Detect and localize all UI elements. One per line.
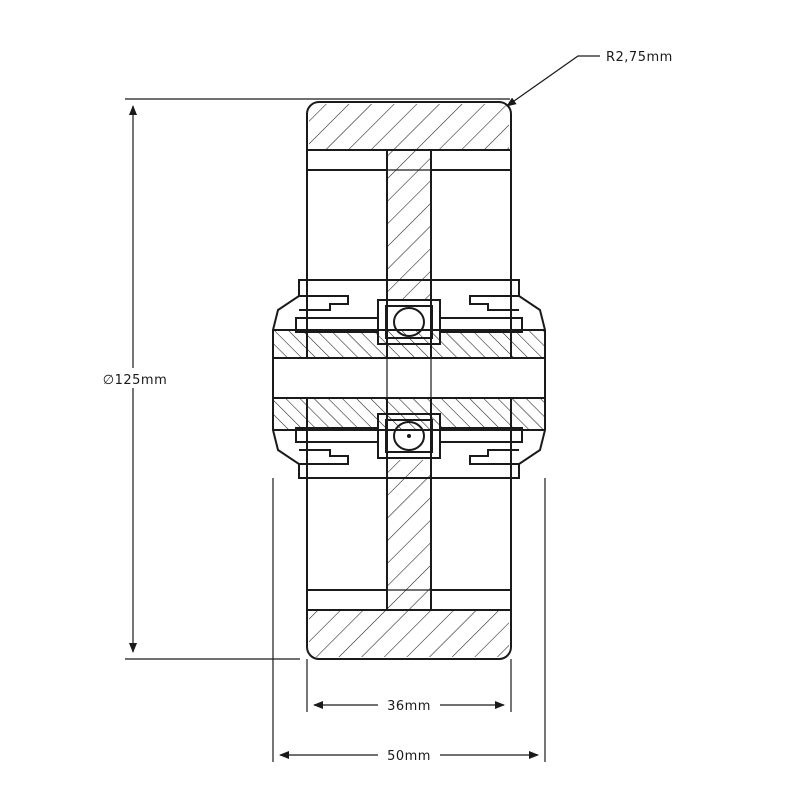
hub-assembly xyxy=(272,279,546,479)
rim-web xyxy=(299,150,519,610)
bearing-bottom xyxy=(377,413,441,459)
radius-callout: R2,75mm xyxy=(506,50,673,107)
overall-width-dimension: 50mm xyxy=(272,478,546,764)
overall-width-label: 50mm xyxy=(387,749,431,764)
diameter-dimension: ∅125mm xyxy=(96,98,510,660)
tread-width-label: 36mm xyxy=(387,699,431,714)
diameter-label: ∅125mm xyxy=(103,373,167,388)
bearing-top xyxy=(377,299,441,345)
radius-label: R2,75mm xyxy=(606,50,673,65)
tread-width-dimension: 36mm xyxy=(306,659,512,714)
